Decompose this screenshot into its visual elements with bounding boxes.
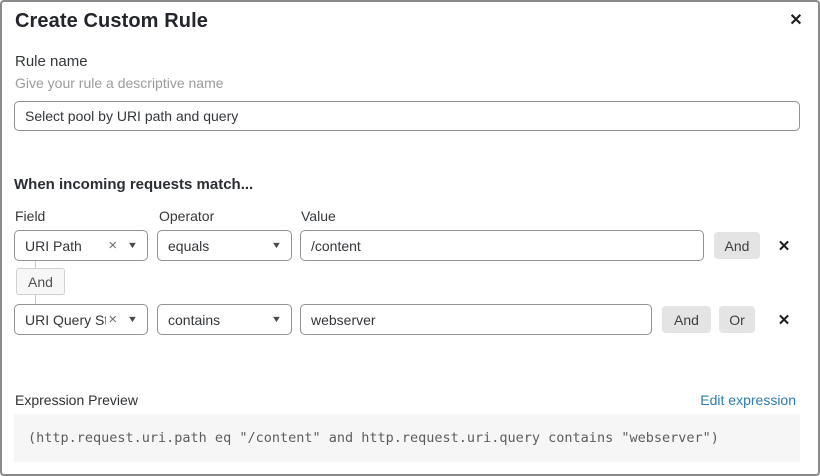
and-button-2[interactable]: And bbox=[662, 306, 711, 333]
expression-preview-label: Expression Preview bbox=[15, 392, 138, 408]
expression-code-block: (http.request.uri.path eq "/content" and… bbox=[14, 414, 800, 462]
operator-column-label: Operator bbox=[159, 208, 215, 224]
edit-expression-link[interactable]: Edit expression bbox=[700, 392, 796, 408]
expression-code: (http.request.uri.path eq "/content" and… bbox=[28, 430, 719, 446]
remove-condition-2-icon[interactable]: ✕ bbox=[777, 312, 791, 329]
chevron-down-icon: ▼ bbox=[126, 240, 139, 250]
field-select-1-value: URI Path bbox=[25, 237, 82, 254]
field-select-1[interactable]: URI Path × ▼ bbox=[14, 230, 148, 261]
chevron-down-icon: ▼ bbox=[270, 240, 283, 250]
or-button-2[interactable]: Or bbox=[719, 306, 755, 333]
match-heading: When incoming requests match... bbox=[14, 176, 254, 193]
clear-icon[interactable]: × bbox=[108, 237, 118, 254]
field-select-2-value: URI Query St... bbox=[25, 311, 106, 328]
operator-select-1-value: equals bbox=[168, 237, 210, 254]
close-icon[interactable]: ✕ bbox=[789, 12, 803, 29]
value-column-label: Value bbox=[301, 208, 336, 224]
clear-icon[interactable]: × bbox=[108, 311, 118, 328]
dialog-title: Create Custom Rule bbox=[15, 10, 208, 32]
chevron-down-icon: ▼ bbox=[270, 314, 283, 324]
field-select-2[interactable]: URI Query St... × ▼ bbox=[14, 304, 148, 335]
operator-select-2[interactable]: contains ▼ bbox=[157, 304, 292, 335]
operator-select-1[interactable]: equals ▼ bbox=[157, 230, 292, 261]
chevron-down-icon: ▼ bbox=[126, 314, 139, 324]
and-button-1[interactable]: And bbox=[714, 232, 760, 259]
value-input-2[interactable] bbox=[300, 304, 652, 335]
operator-select-2-value: contains bbox=[168, 311, 221, 328]
field-column-label: Field bbox=[15, 208, 46, 224]
connector-line-bottom bbox=[35, 295, 36, 304]
connector-and-badge: And bbox=[16, 268, 65, 295]
remove-condition-1-icon[interactable]: ✕ bbox=[777, 238, 791, 255]
rule-name-label: Rule name bbox=[15, 53, 88, 70]
rule-name-helper: Give your rule a descriptive name bbox=[15, 75, 224, 91]
rule-name-input[interactable] bbox=[14, 101, 800, 131]
connector-line-top bbox=[35, 261, 36, 268]
value-input-1[interactable] bbox=[300, 230, 704, 261]
